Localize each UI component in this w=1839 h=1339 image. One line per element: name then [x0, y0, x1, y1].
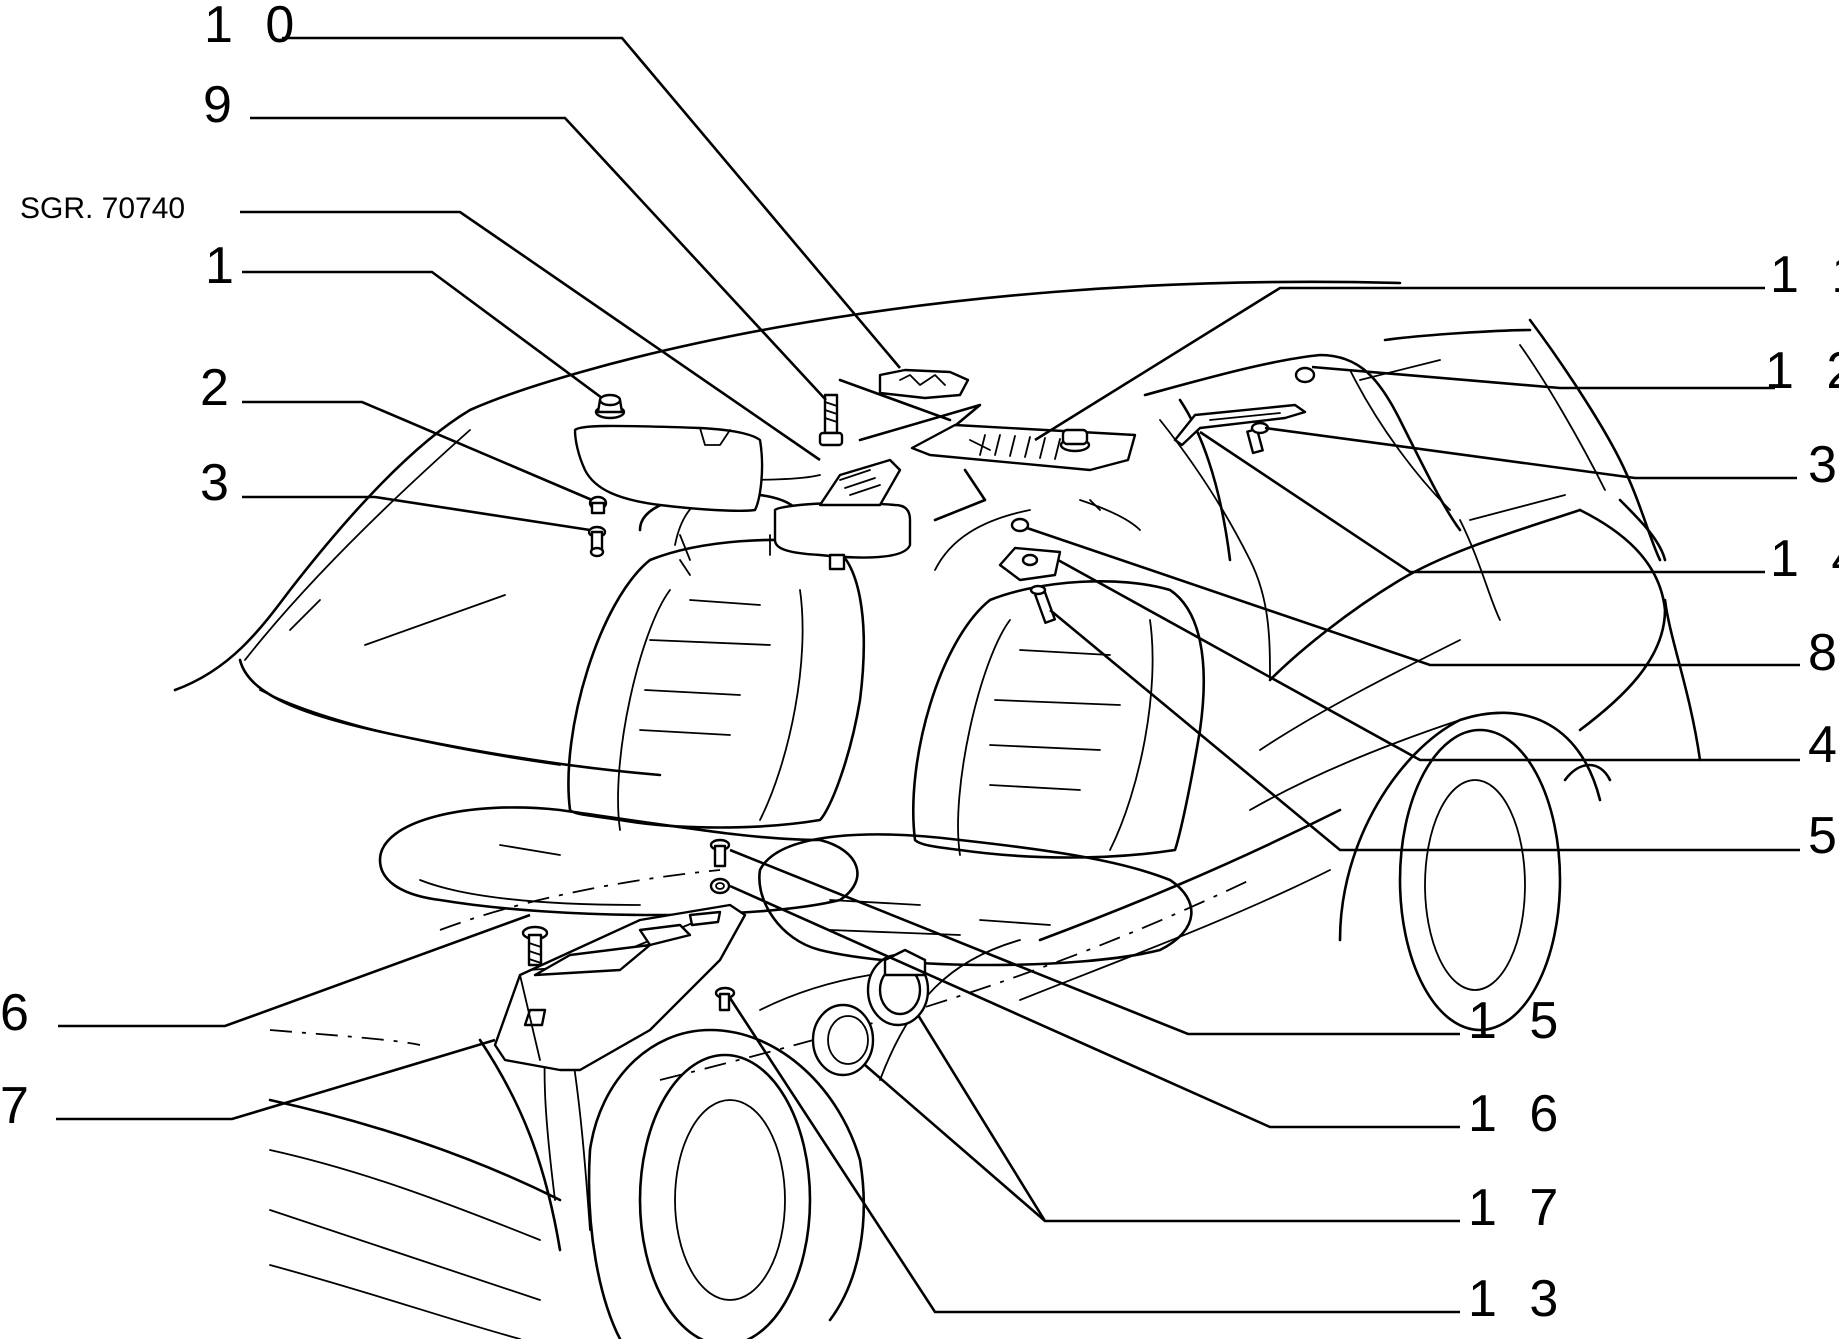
callout-16: 1 6: [1468, 1085, 1567, 1143]
screw-8: [1010, 517, 1030, 533]
front-left-seat: [378, 492, 865, 917]
callout-10: 1 0: [204, 0, 303, 54]
callout-12: 1 2: [1765, 342, 1839, 400]
screw-3-right: [1246, 421, 1270, 455]
callout-8: 8: [1808, 624, 1839, 682]
callout-3-right: 3: [1808, 436, 1839, 494]
callout-7: 7: [0, 1077, 38, 1135]
front-right-seat: [579, 580, 1206, 967]
callout-3-left: 3: [200, 454, 238, 512]
callout-sgr: SGR. 70740: [20, 192, 185, 225]
sun-visor: [573, 424, 764, 512]
screw-5: [1029, 584, 1057, 625]
callout-11: 1 1: [1770, 246, 1839, 304]
screw-15: [709, 838, 731, 868]
callout-1: 1: [205, 237, 243, 295]
grab-handle: [1173, 403, 1307, 447]
callout-15: 1 5: [1468, 992, 1567, 1050]
screw-3-left: [587, 525, 607, 558]
callout-5: 5: [1808, 807, 1839, 865]
callout-2: 2: [200, 359, 238, 417]
screw-2: [588, 495, 608, 515]
courtesy-light: [910, 423, 1137, 472]
visor-pivot-knob: [594, 393, 626, 420]
callout-13: 1 3: [1468, 1270, 1567, 1328]
screw-6: [521, 925, 549, 967]
callout-4: 4: [1808, 716, 1839, 774]
callout-14: 1 4: [1770, 530, 1839, 588]
leader-lines: [56, 36, 1800, 1314]
washer-16: [709, 877, 731, 895]
visor-clip: [998, 546, 1062, 582]
screw-12: [1294, 366, 1316, 384]
rear-view-mirror: [773, 458, 912, 571]
callout-9: 9: [203, 76, 241, 134]
callout-6: 6: [0, 984, 38, 1042]
screw-9: [818, 393, 844, 447]
center-console: [493, 903, 747, 1072]
screw-13: [714, 986, 736, 1012]
callout-17: 1 7: [1468, 1179, 1567, 1237]
car-body-outline: [173, 280, 1702, 1339]
ashtray-cup: [811, 1003, 875, 1077]
mirror-bracket: [878, 368, 970, 400]
